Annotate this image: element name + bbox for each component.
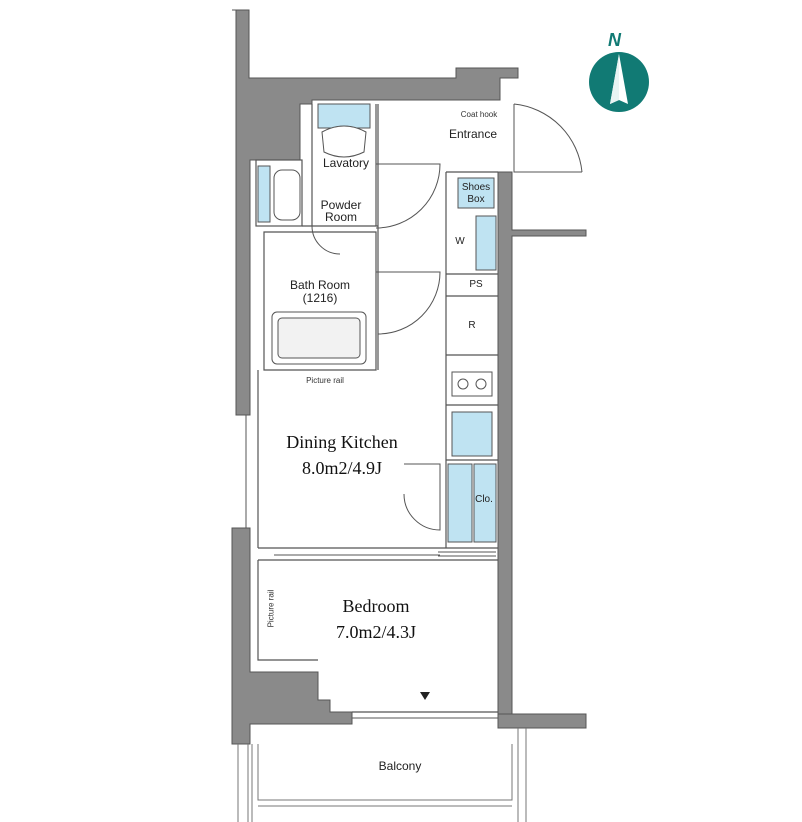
room-label-entrance: Entrance: [448, 127, 498, 141]
room-label-balcony: Balcony: [378, 759, 422, 773]
shoes-box-label-line2: Box: [467, 194, 485, 205]
door-swings: [311, 103, 583, 531]
w-label: W: [455, 236, 465, 247]
north-label: N: [608, 30, 621, 50]
picture-rail-side-label: Picture rail: [266, 589, 276, 628]
direction-marker-icon: [420, 692, 430, 700]
interior-walls: [255, 104, 498, 713]
room-label-bedroom: Bedroom: [342, 596, 410, 616]
north-compass-icon: [589, 52, 649, 112]
room-label-lavatory: Lavatory: [322, 156, 370, 170]
room-label-dining-kitchen: Dining Kitchen: [286, 432, 398, 452]
sanitary-items: [271, 125, 493, 397]
room-label-powder-line2: Room: [324, 210, 357, 224]
window-marks: [245, 415, 498, 719]
fixtures: [257, 103, 497, 543]
picture-rail-top-label: Picture rail: [306, 376, 344, 385]
exterior-walls: [231, 9, 587, 745]
room-area-bedroom: 7.0m2/4.3J: [335, 622, 416, 642]
room-label-bath-line1: Bath Room: [289, 278, 351, 292]
r-label: R: [468, 320, 476, 331]
coat-hook-label: Coat hook: [460, 110, 498, 119]
shoes-box-label-line1: Shoes: [461, 182, 491, 193]
room-label-bath-line2: (1216): [302, 291, 338, 305]
balcony-rails: [237, 728, 527, 822]
clo-label: Clo.: [475, 494, 493, 505]
room-label-powder-line1: Powder: [320, 198, 362, 212]
ps-label: PS: [469, 279, 483, 290]
room-area-dining-kitchen: 8.0m2/4.9J: [301, 458, 382, 478]
